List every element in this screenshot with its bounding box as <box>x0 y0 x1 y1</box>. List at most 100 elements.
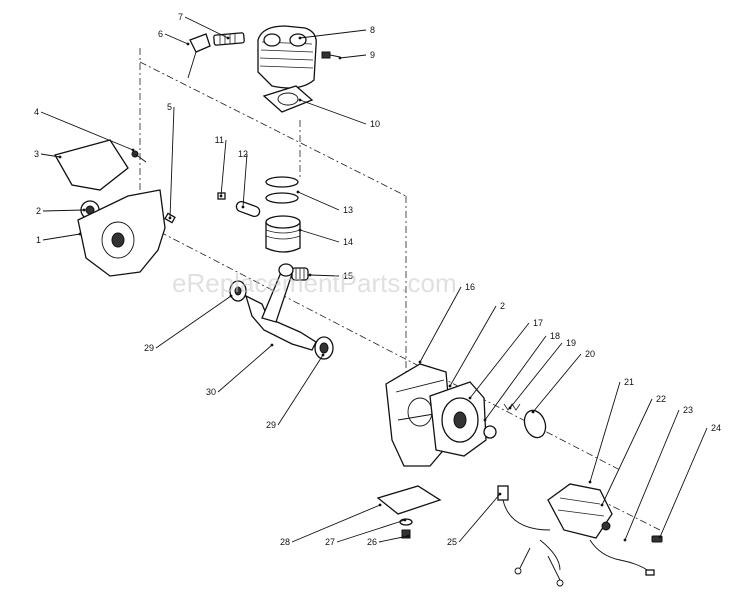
leader-arrow-5 <box>168 216 172 220</box>
leader-line-3 <box>40 153 61 158</box>
leader-line-17 <box>469 322 530 399</box>
washer-part <box>483 425 497 439</box>
piston-part <box>265 215 301 253</box>
leader-arrow-16 <box>418 360 422 364</box>
leader-arrow-7 <box>226 36 230 40</box>
leader-arrow-12 <box>241 205 245 209</box>
leader-line-2a <box>42 209 85 212</box>
callout-number-10: 10 <box>370 119 380 129</box>
leader-line-28 <box>291 504 381 543</box>
leader-line-4 <box>40 111 134 151</box>
leader-line-7 <box>184 16 229 39</box>
callout-number-29a: 29 <box>144 343 154 353</box>
callout-number-29b: 29 <box>266 420 276 430</box>
leader-arrow-8 <box>298 36 302 40</box>
leader-line-21 <box>589 381 621 483</box>
leader-line-16 <box>419 286 462 363</box>
flywheel-part <box>429 381 487 457</box>
clutch-spring-part <box>503 403 521 411</box>
leader-line-5 <box>169 106 175 219</box>
leader-arrow-4 <box>131 148 135 152</box>
leader-line-6 <box>164 33 189 45</box>
cylinder-bolt-part <box>321 51 341 59</box>
leader-arrow-18 <box>483 418 487 422</box>
callout-number-21: 21 <box>624 377 634 387</box>
leader-line-24 <box>659 427 708 538</box>
leader-line-26 <box>378 535 409 543</box>
leader-arrow-15 <box>308 273 312 277</box>
leader-arrow-10 <box>298 98 302 102</box>
callout-number-12: 12 <box>238 149 248 159</box>
callout-number-4: 4 <box>34 107 39 117</box>
leader-line-18 <box>484 335 547 421</box>
leader-arrow-29b <box>321 353 325 357</box>
crankcase-half-part <box>77 189 166 277</box>
leader-arrow-22 <box>600 503 604 507</box>
leader-arrow-14 <box>298 228 302 232</box>
callout-number-20: 20 <box>585 349 595 359</box>
piston-pin-part <box>235 200 261 218</box>
leader-arrow-27 <box>403 518 407 522</box>
ignition-module-part <box>547 483 613 539</box>
callout-number-13: 13 <box>343 205 353 215</box>
leader-line-22 <box>601 398 653 506</box>
callout-number-7: 7 <box>178 12 183 22</box>
bracket-screw-part <box>401 529 411 539</box>
leader-line-27 <box>336 519 406 543</box>
callout-number-9: 9 <box>370 50 375 60</box>
stop-switch-part <box>497 485 564 587</box>
crankshaft-part <box>244 263 317 351</box>
leader-line-15 <box>309 274 340 277</box>
leader-line-23 <box>624 409 680 541</box>
leader-arrow-19 <box>508 406 512 410</box>
callout-number-17: 17 <box>533 318 543 328</box>
leader-arrow-21 <box>588 480 592 484</box>
callout-number-5: 5 <box>167 102 172 112</box>
leader-arrow-13 <box>296 190 300 194</box>
callout-number-27: 27 <box>325 537 335 547</box>
leader-arrow-25 <box>498 492 502 496</box>
callout-number-19: 19 <box>566 338 576 348</box>
callout-number-30: 30 <box>206 387 216 397</box>
callout-number-15: 15 <box>343 271 353 281</box>
leader-arrow-26 <box>406 534 410 538</box>
cover-disc-part <box>523 409 547 439</box>
mounting-bracket-part <box>376 485 442 515</box>
callout-number-1: 1 <box>36 235 41 245</box>
callout-number-22: 22 <box>656 394 666 404</box>
leader-arrow-2a <box>82 208 86 212</box>
leader-arrow-28 <box>378 503 382 507</box>
callout-number-2b: 2 <box>500 301 505 311</box>
callout-number-11: 11 <box>215 135 224 145</box>
leader-line-8 <box>299 29 367 39</box>
leader-line-29b <box>277 354 324 426</box>
leader-line-19 <box>509 342 563 409</box>
ground-wire-part <box>589 539 655 576</box>
leader-arrow-9 <box>338 56 342 60</box>
piston-rings-part <box>265 176 299 204</box>
leader-line-13 <box>297 191 340 211</box>
shield-plate-part <box>54 139 129 191</box>
callout-number-8: 8 <box>370 25 375 35</box>
leader-arrow-30 <box>270 343 274 347</box>
leader-line-20 <box>532 353 582 413</box>
leader-line-25 <box>458 493 501 543</box>
callout-number-28: 28 <box>280 537 290 547</box>
crank-bearing-left-part <box>229 280 247 302</box>
leader-line-30 <box>217 344 273 393</box>
callout-number-14: 14 <box>343 237 353 247</box>
spark-plug-boot-part <box>187 33 211 79</box>
cylinder-gasket-part <box>262 85 314 113</box>
leader-arrow-20 <box>531 410 535 414</box>
leader-arrow-24 <box>658 535 662 539</box>
callout-number-18: 18 <box>550 331 560 341</box>
leader-line-29a <box>155 295 232 349</box>
leader-arrow-2b <box>448 384 452 388</box>
leader-line-12 <box>242 153 248 208</box>
callout-number-6: 6 <box>158 29 163 39</box>
callout-number-3: 3 <box>34 149 39 159</box>
leader-arrow-1 <box>78 232 82 236</box>
leader-lines <box>40 16 708 543</box>
